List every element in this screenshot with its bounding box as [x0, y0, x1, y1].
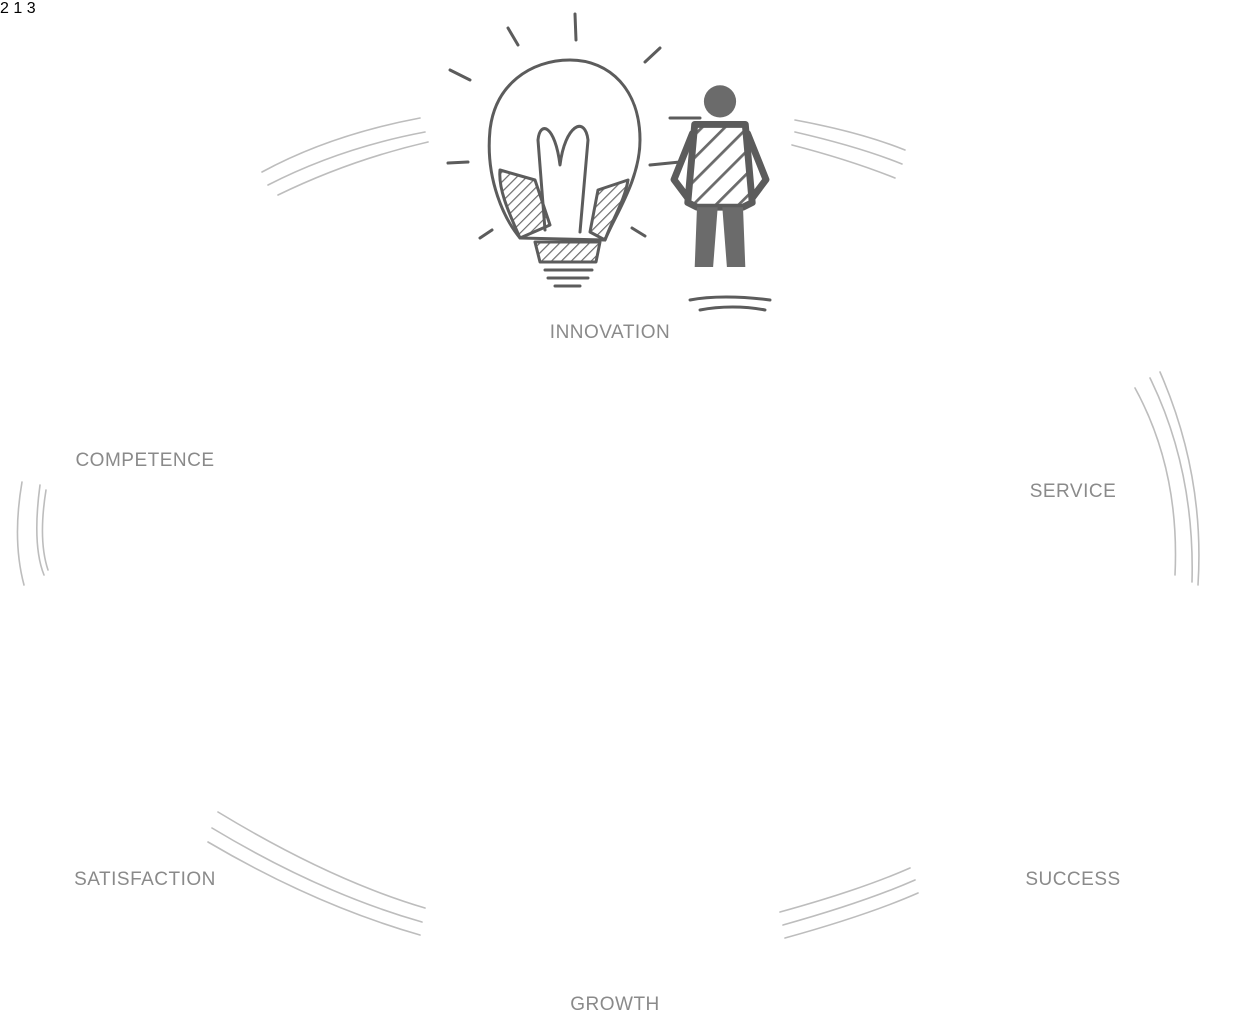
label-satisfaction: SATISFACTION: [74, 869, 216, 890]
label-competence: COMPETENCE: [75, 450, 215, 471]
podium-number-1: 1: [13, 0, 23, 17]
connector-arcs: [16, 117, 1200, 939]
lightbulb-icon: [446, 12, 772, 312]
label-service: SERVICE: [1029, 481, 1117, 502]
label-growth: GROWTH: [570, 994, 660, 1015]
label-innovation: INNOVATION: [549, 322, 671, 343]
label-success: SUCCESS: [1025, 869, 1121, 890]
podium-number-2: 2: [0, 0, 9, 17]
podium-number-3: 3: [26, 0, 36, 17]
podium-icon: 2 1 3: [0, 0, 36, 17]
